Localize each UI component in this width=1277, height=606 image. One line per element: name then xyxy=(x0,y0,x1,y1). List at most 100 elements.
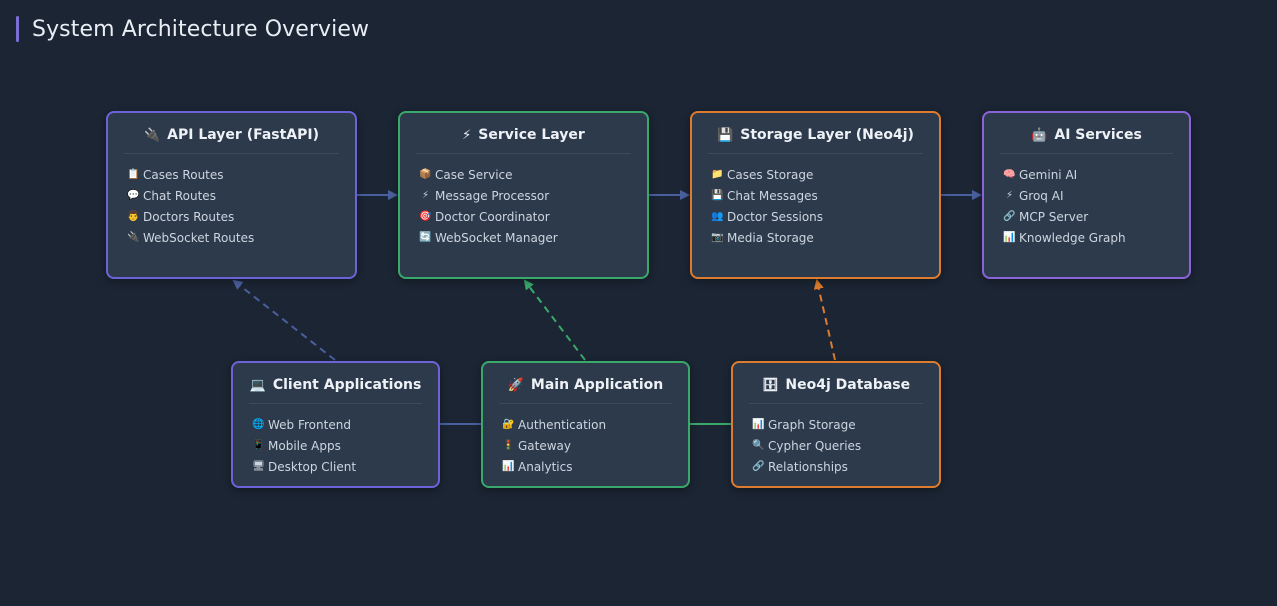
item-label: Message Processor xyxy=(435,188,550,203)
list-item: 🌐Web Frontend xyxy=(251,414,422,435)
list-item: 📋Cases Routes xyxy=(126,164,339,185)
node-item-list: 📋Cases Routes 💬Chat Routes 👨Doctors Rout… xyxy=(124,164,339,248)
node-item-list: 🧠Gemini AI ⚡ Groq AI 🔗MCP Server 📊Knowled… xyxy=(1000,164,1173,248)
item-label: Case Service xyxy=(435,167,513,182)
list-item: 📱Mobile Apps xyxy=(251,435,422,456)
link-icon: 🔗 xyxy=(752,461,765,472)
node-header: 🔌 API Layer (FastAPI) xyxy=(124,127,339,154)
speech-bubble-icon: 💬 xyxy=(127,190,140,201)
node-title: Neo4j Database xyxy=(785,377,911,393)
node-header: 💾 Storage Layer (Neo4j) xyxy=(708,127,923,154)
lock-icon: 🔐 xyxy=(502,419,515,430)
api-layer-node[interactable]: 🔌 API Layer (FastAPI) 📋Cases Routes 💬Cha… xyxy=(106,111,357,279)
item-label: Analytics xyxy=(518,459,573,474)
title-accent-bar xyxy=(16,16,19,42)
neo4j-database-node[interactable]: 🗄 Neo4j Database 📊Graph Storage 🔍Cypher … xyxy=(731,361,941,488)
list-item: 🔌WebSocket Routes xyxy=(126,227,339,248)
item-label: WebSocket Manager xyxy=(435,230,558,245)
item-label: MCP Server xyxy=(1019,209,1089,224)
header: System Architecture Overview xyxy=(16,16,369,42)
database-icon: 🗄 xyxy=(761,377,779,393)
list-item: 💬Chat Routes xyxy=(126,185,339,206)
laptop-icon: 💻 xyxy=(249,377,266,393)
list-item: 📊Analytics xyxy=(501,456,672,477)
node-title: Storage Layer (Neo4j) xyxy=(740,127,914,143)
list-item: 📊Graph Storage xyxy=(751,414,923,435)
list-item: 🔗Relationships xyxy=(751,456,923,477)
list-item: 🔍Cypher Queries xyxy=(751,435,923,456)
robot-icon: 🤖 xyxy=(1031,127,1048,143)
node-header: 🤖 AI Services xyxy=(1000,127,1173,154)
floppy-disk-icon: 💾 xyxy=(717,127,734,143)
ai-services-node[interactable]: 🤖 AI Services 🧠Gemini AI ⚡ Groq AI 🔗MCP S… xyxy=(982,111,1191,279)
rocket-icon: 🚀 xyxy=(507,377,524,393)
item-label: Desktop Client xyxy=(268,459,357,474)
list-item: ⚡ Groq AI xyxy=(1002,185,1173,206)
node-item-list: 📦Case Service ⚡Message Processor 🎯Doctor… xyxy=(416,164,631,248)
item-label: Doctors Routes xyxy=(143,209,235,224)
node-header: 🗄 Neo4j Database xyxy=(749,377,923,404)
list-item: 👨Doctors Routes xyxy=(126,206,339,227)
floppy-disk-icon: 💾 xyxy=(711,190,724,201)
list-item: 🔄WebSocket Manager xyxy=(418,227,631,248)
node-header: 💻 Client Applications xyxy=(249,377,422,404)
item-label: Knowledge Graph xyxy=(1019,230,1126,245)
package-icon: 📦 xyxy=(419,169,432,180)
list-item: 🚦Gateway xyxy=(501,435,672,456)
service-layer-node[interactable]: ⚡ Service Layer 📦Case Service ⚡ Message P… xyxy=(398,111,649,279)
people-icon: 👥 xyxy=(711,211,724,222)
lightning-icon: ⚡ xyxy=(421,190,430,201)
storage-layer-node[interactable]: 💾 Storage Layer (Neo4j) 📁Cases Storage 💾… xyxy=(690,111,941,279)
doctor-icon: 👨 xyxy=(127,211,140,222)
node-item-list: 📁Cases Storage 💾Chat Messages 👥Doctor Se… xyxy=(708,164,923,248)
item-label: Cypher Queries xyxy=(768,438,862,453)
node-title: Service Layer xyxy=(478,127,585,143)
folder-icon: 📁 xyxy=(711,169,724,180)
node-item-list: 📊Graph Storage 🔍Cypher Queries 🔗Relation… xyxy=(749,414,923,477)
list-item: 📦Case Service xyxy=(418,164,631,185)
lightning-icon: ⚡ xyxy=(1005,190,1014,201)
list-item: 👥Doctor Sessions xyxy=(710,206,923,227)
globe-icon: 🌐 xyxy=(252,419,265,430)
node-title: API Layer (FastAPI) xyxy=(167,127,320,143)
item-label: Groq AI xyxy=(1019,188,1064,203)
item-label: Cases Routes xyxy=(143,167,224,182)
list-item: 📁Cases Storage xyxy=(710,164,923,185)
bar-chart-icon: 📊 xyxy=(502,461,515,472)
node-header: ⚡ Service Layer xyxy=(416,127,631,154)
edge-client-to-api xyxy=(232,279,336,361)
link-icon: 🔗 xyxy=(1003,211,1016,222)
bar-chart-icon: 📊 xyxy=(752,419,765,430)
node-title: Main Application xyxy=(530,377,664,393)
refresh-icon: 🔄 xyxy=(419,232,432,243)
page-title: System Architecture Overview xyxy=(32,16,370,42)
item-label: Gemini AI xyxy=(1019,167,1078,182)
traffic-light-icon: 🚦 xyxy=(502,440,515,451)
client-applications-node[interactable]: 💻 Client Applications 🌐Web Frontend 📱Mob… xyxy=(231,361,440,488)
item-label: Chat Routes xyxy=(143,188,216,203)
list-item: 💾Chat Messages xyxy=(710,185,923,206)
bar-chart-icon: 📊 xyxy=(1003,232,1016,243)
list-item: 🔐Authentication xyxy=(501,414,672,435)
brain-icon: 🧠 xyxy=(1003,169,1016,180)
list-item: 🖥Desktop Client xyxy=(251,456,422,477)
node-title: AI Services xyxy=(1054,127,1142,143)
item-label: Mobile Apps xyxy=(268,438,341,453)
edge-neo4j-to-storage xyxy=(813,279,836,361)
magnifier-icon: 🔍 xyxy=(752,440,765,451)
item-label: Cases Storage xyxy=(727,167,814,182)
clipboard-icon: 📋 xyxy=(127,169,140,180)
desktop-icon: 🖥 xyxy=(252,461,265,472)
list-item: ⚡ Message Processor xyxy=(418,185,631,206)
item-label: Media Storage xyxy=(727,230,814,245)
plug-icon: 🔌 xyxy=(127,232,140,243)
item-label: Gateway xyxy=(518,438,572,453)
main-application-node[interactable]: 🚀 Main Application 🔐Authentication 🚦Gate… xyxy=(481,361,690,488)
target-icon: 🎯 xyxy=(419,211,432,222)
node-title: Client Applications xyxy=(272,377,422,393)
item-label: Chat Messages xyxy=(727,188,818,203)
node-header: 🚀 Main Application xyxy=(499,377,672,404)
mobile-phone-icon: 📱 xyxy=(252,440,265,451)
